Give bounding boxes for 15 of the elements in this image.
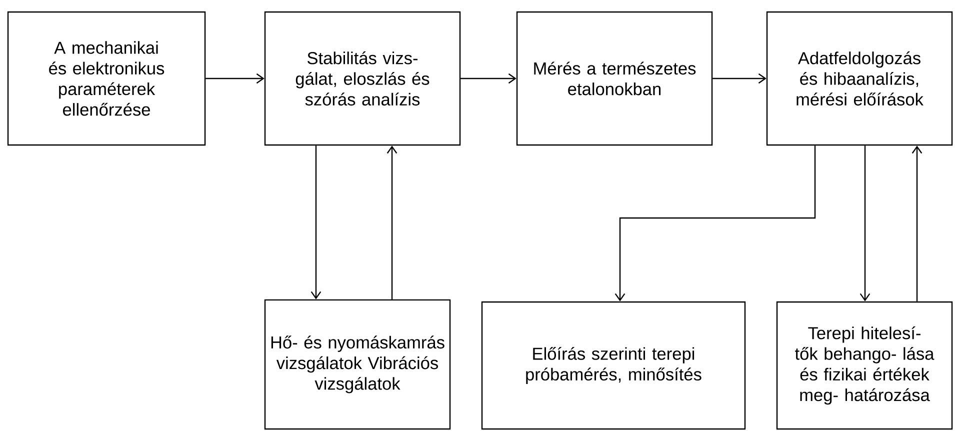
arrow: [310, 146, 322, 300]
arrow: [712, 73, 766, 84]
arrow: [460, 73, 516, 84]
arrow: [860, 146, 870, 302]
arrow: [614, 146, 816, 302]
process-box: Előírás szerinti terepi próbamérés, minősítés: [481, 301, 746, 430]
process-box: Stabilitás vizs- gálat, eloszlás és szórás analízis: [264, 11, 461, 146]
arrow: [206, 73, 264, 84]
arrow: [386, 146, 398, 300]
process-box: Terepi hitelesí- tők behango- lása és fizikai értékek meg- határozása: [776, 301, 953, 430]
process-box: Adatfeldolgozás és hibaanalízis, mérési előírások: [766, 11, 953, 146]
process-box: A mechanikai és elektronikus paraméterek ellenőrzése: [7, 11, 206, 146]
process-box: Mérés a természetes etalonokban: [516, 11, 713, 146]
process-box: Hő- és nyomáskamrás vizsgálatok Vibrációs vizsgálatok: [264, 299, 451, 430]
arrow: [912, 146, 922, 302]
